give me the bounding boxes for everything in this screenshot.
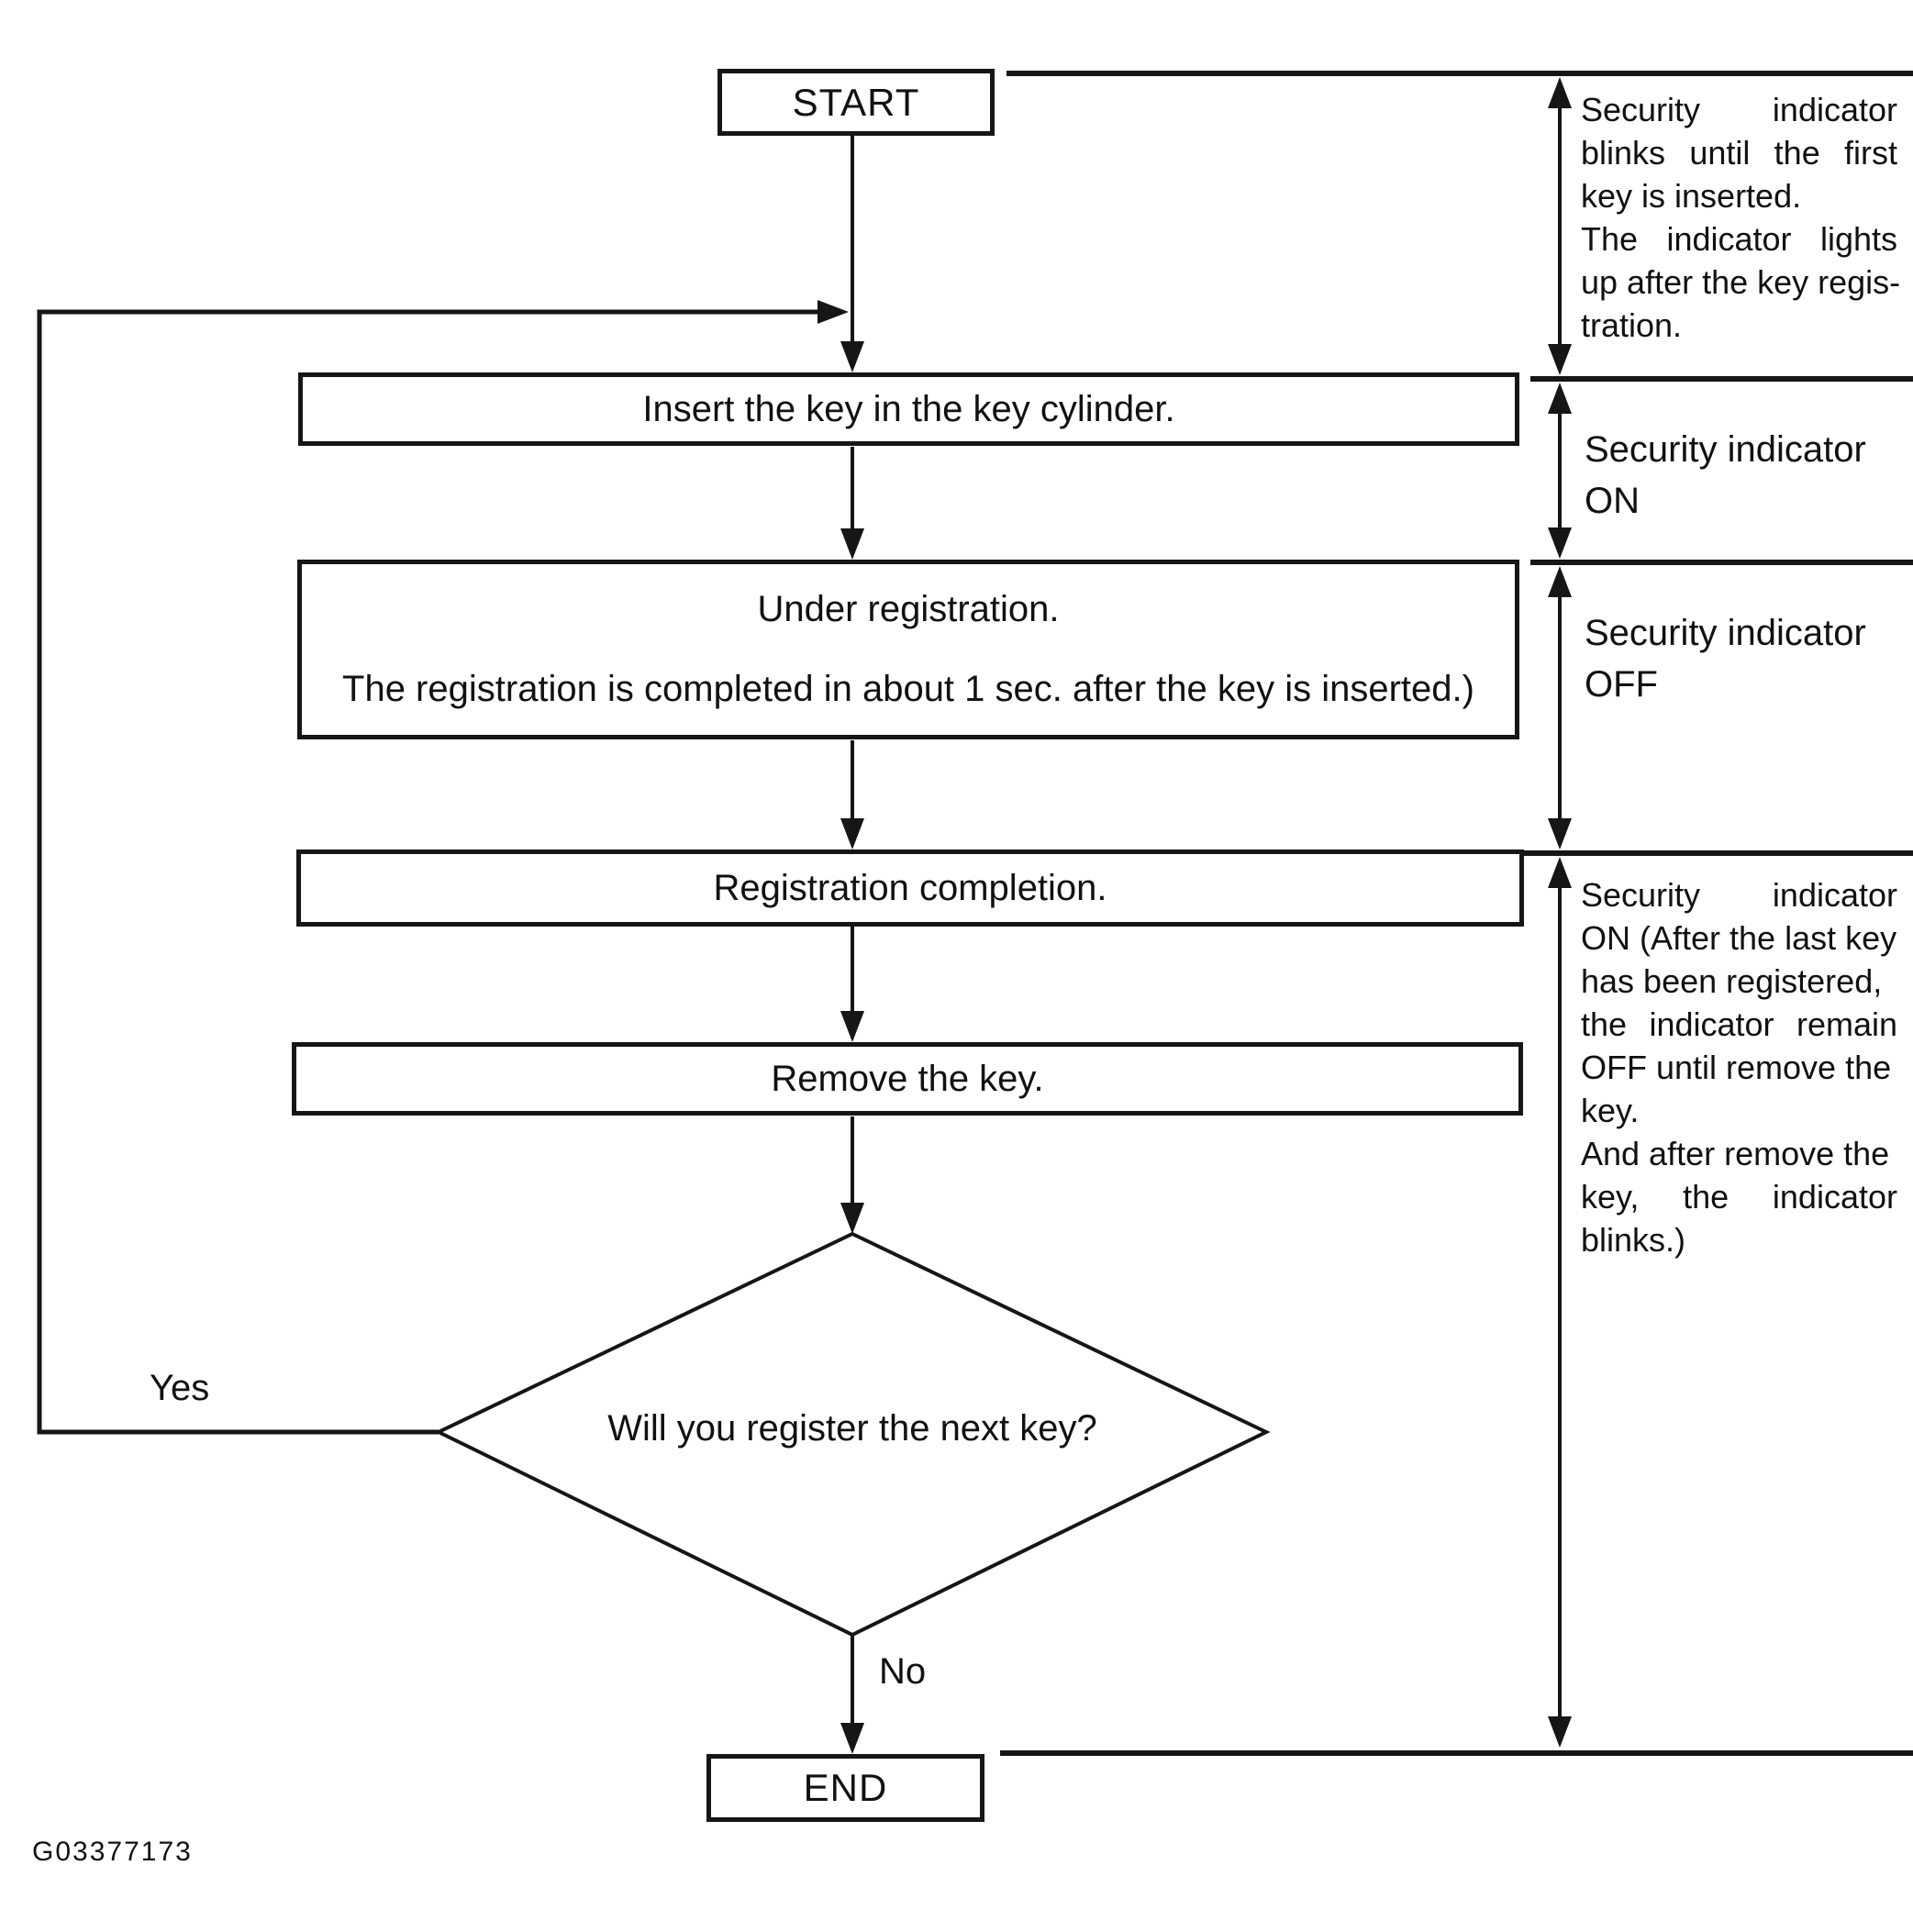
decision-question: Will you register the next key? (607, 1408, 1097, 1449)
remove-key-label: Remove the key. (771, 1058, 1044, 1099)
decision-diamond (434, 1231, 1271, 1638)
under-registration-node: Under registration. The registration is … (297, 560, 1519, 739)
under-registration-line2: The registration is completed in about 1… (342, 669, 1474, 709)
insert-key-node: Insert the key in the key cylinder. (298, 372, 1519, 446)
indicator-span-arrowheads (1548, 77, 1572, 1748)
flow-arrowheads (840, 341, 864, 1754)
annotation-blink-until-first-key: Security indicator blinks until the firs… (1581, 91, 1901, 344)
yes-branch-label: Yes (150, 1368, 210, 1408)
indicator-ruler-lines (1000, 71, 1913, 1756)
yes-loop (37, 300, 849, 1435)
registration-completion-node: Registration completion. (296, 849, 1524, 927)
annotation-indicator-on: Security indicator ON (1585, 429, 1866, 521)
end-node: END (706, 1754, 984, 1822)
registration-completion-label: Registration completion. (713, 867, 1107, 908)
annotation-indicator-off: Security indicator OFF (1585, 613, 1866, 705)
start-label: START (792, 80, 920, 124)
end-label: END (803, 1766, 888, 1809)
under-registration-line1: Under registration. (757, 589, 1060, 629)
annotation-indicator-on-after-last-key: Security indicator ON (After the last ke… (1581, 876, 1897, 1259)
no-branch-label: No (879, 1651, 927, 1692)
yes-loop-arrowhead (817, 300, 849, 324)
remove-key-node: Remove the key. (292, 1042, 1523, 1116)
insert-key-label: Insert the key in the key cylinder. (642, 388, 1175, 429)
figure-code: G03377173 (32, 1837, 193, 1867)
start-node: START (717, 69, 995, 136)
